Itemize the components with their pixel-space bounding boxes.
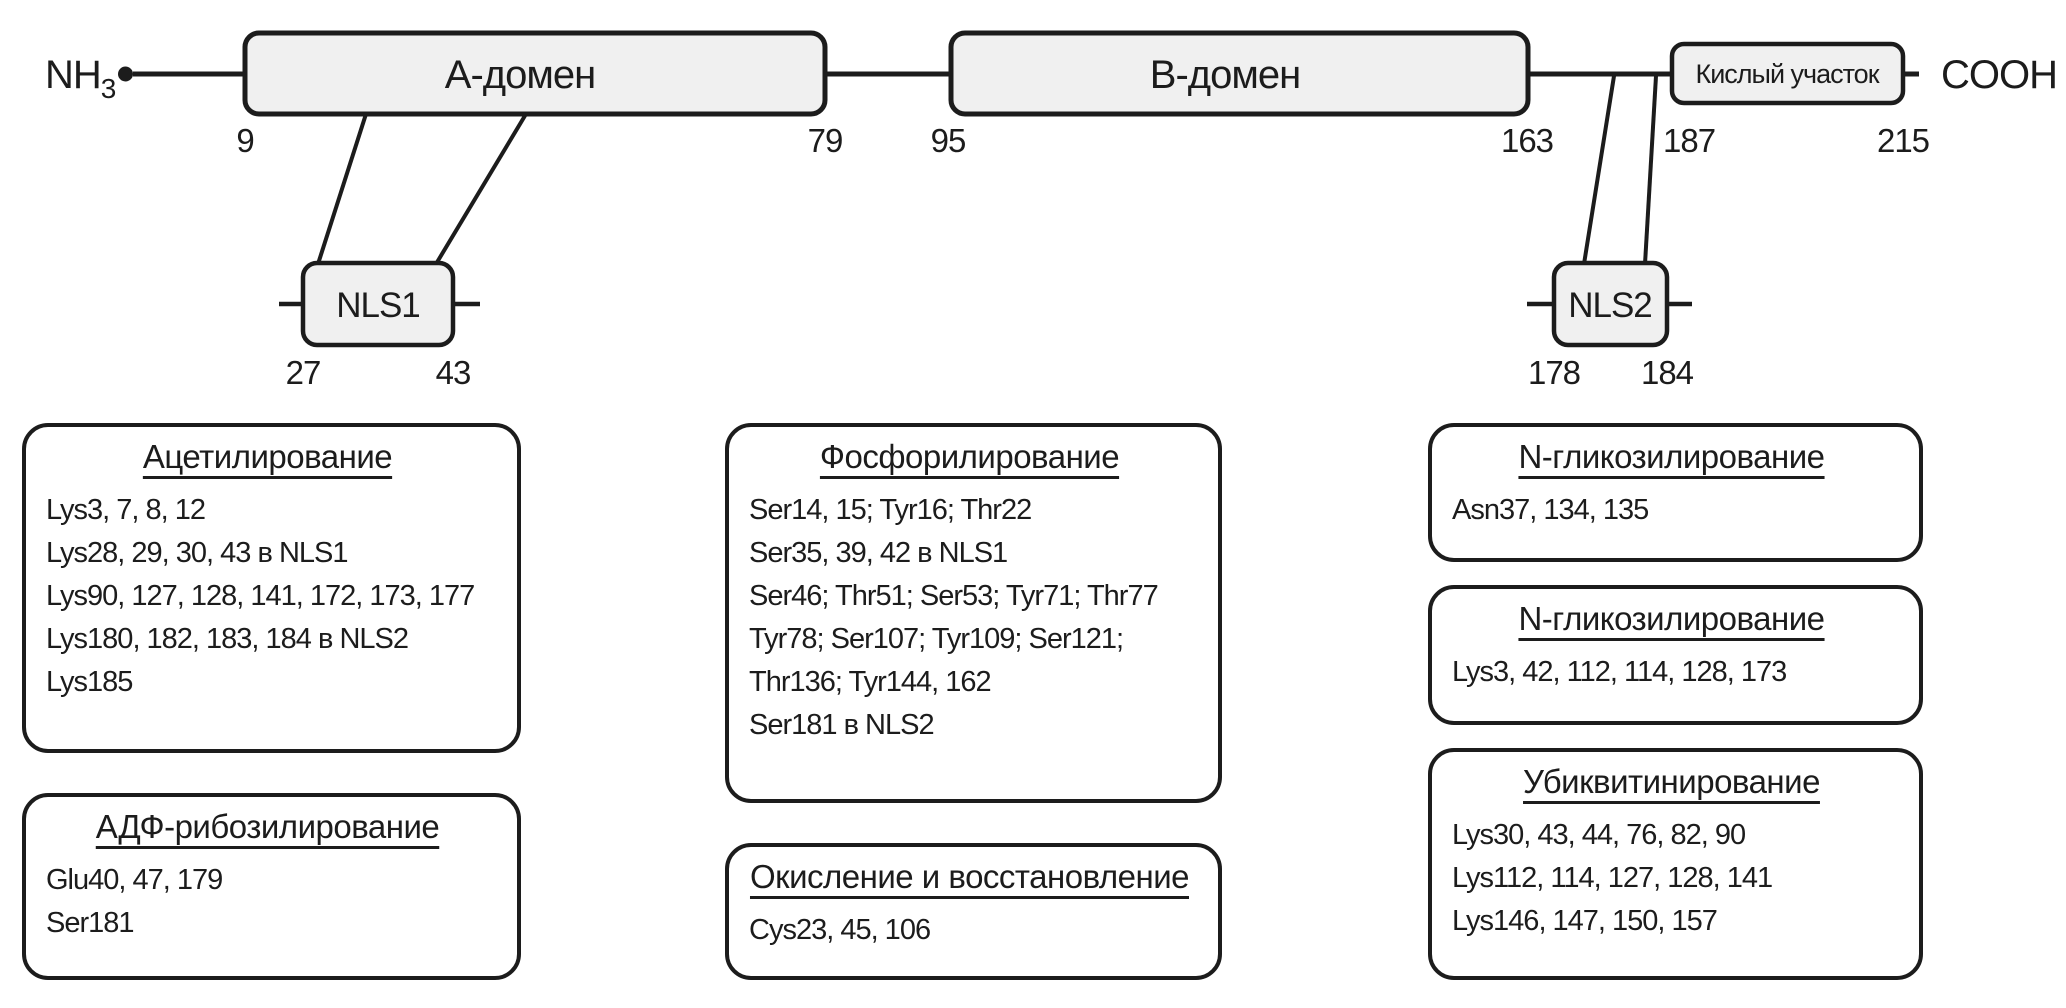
phosphorylation-title: Фосфорилирование (819, 438, 1120, 475)
protein-backbone-schematic: NH3 А-домен 9 79 В-домен 95 163 Кислый у… (45, 30, 2058, 391)
residue-list-line: Lys28, 29, 30, 43 в NLS1 (46, 537, 349, 569)
n-terminus-dot (118, 66, 133, 82)
nls2-label: NLS2 (1568, 286, 1652, 325)
residue-list-line: Lys3, 42, 112, 114, 128, 173 (1452, 656, 1787, 688)
acidic-region-start-residue: 187 (1663, 122, 1715, 159)
nls2-callout-line-right (1643, 75, 1658, 265)
ubiquitination-box: Убиквитинирование Lys30, 43, 44, 76, 82,… (1428, 748, 1923, 980)
n-glycosylation-2-title: N-гликозилирование (1518, 600, 1825, 637)
phosphorylation-residues: Ser14, 15; Tyr16; Thr22 Ser35, 39, 42 в … (729, 489, 1210, 747)
n-glycosylation-box-2: N-гликозилирование Lys3, 42, 112, 114, 1… (1428, 585, 1923, 725)
a-domain-box (242, 30, 828, 117)
residue-list-line: Ser35, 39, 42 в NLS1 (749, 537, 1008, 569)
residue-list-line: Lys3, 7, 8, 12 (46, 494, 206, 526)
residue-list-line: Ser181 в NLS2 (749, 709, 935, 741)
b-domain-label: В-домен (1150, 53, 1300, 97)
nls1-box (300, 260, 456, 348)
residue-list-line: Lys146, 147, 150, 157 (1452, 905, 1718, 937)
residue-list-line: Ser181 (46, 907, 135, 939)
ubiquitination-residues: Lys30, 43, 44, 76, 82, 90 Lys112, 114, 1… (1432, 814, 1911, 943)
nls1-callout-line-right (434, 112, 528, 266)
b-domain-end-residue: 163 (1501, 122, 1553, 159)
residue-list-line: Lys185 (46, 666, 133, 698)
oxidation-reduction-residues: Cys23, 45, 106 (729, 909, 1210, 952)
residue-list-line: Lys112, 114, 127, 128, 141 (1452, 862, 1773, 894)
n-glycosylation-1-residues: Asn37, 134, 135 (1432, 489, 1911, 532)
residue-list-line: Glu40, 47, 179 (46, 864, 223, 896)
nls1-label: NLS1 (336, 286, 420, 325)
acetylation-residues: Lys3, 7, 8, 12 Lys28, 29, 30, 43 в NLS1 … (26, 489, 509, 704)
residue-list-line: Lys180, 182, 183, 184 в NLS2 (46, 623, 409, 655)
adp-ribosylation-box: АДФ-рибозилирование Glu40, 47, 179 Ser18… (22, 793, 521, 980)
b-domain-box (948, 30, 1531, 117)
nls1-start-residue: 27 (286, 354, 321, 391)
oxidation-reduction-box: Окисление и восстановление Cys23, 45, 10… (725, 843, 1222, 980)
nls2-box (1551, 260, 1670, 348)
acetylation-title: Ацетилирование (142, 438, 393, 475)
n-terminus-label: NH3 (45, 53, 116, 104)
nls2-end-residue: 184 (1641, 354, 1694, 391)
residue-list-line: Ser46; Thr51; Ser53; Tyr71; Thr77 (749, 580, 1159, 612)
acidic-region-box (1669, 41, 1906, 106)
a-domain-end-residue: 79 (808, 122, 843, 159)
nls1-callout-line-left (316, 113, 368, 265)
residue-list-line: Lys90, 127, 128, 141, 172, 173, 177 (46, 580, 475, 612)
nls1-end-residue: 43 (436, 354, 471, 391)
c-terminus-label: COOH (1941, 53, 2057, 97)
residue-list-line: Tyr78; Ser107; Tyr109; Ser121; (749, 623, 1124, 655)
phosphorylation-box: Фосфорилирование Ser14, 15; Tyr16; Thr22… (725, 423, 1222, 803)
residue-list-line: Ser14, 15; Tyr16; Thr22 (749, 494, 1032, 526)
adp-ribosylation-residues: Glu40, 47, 179 Ser181 (26, 859, 509, 945)
acetylation-box: Ацетилирование Lys3, 7, 8, 12 Lys28, 29,… (22, 423, 521, 753)
oxidation-reduction-title: Окисление и восстановление (749, 858, 1190, 895)
b-domain-start-residue: 95 (931, 122, 966, 159)
adp-ribosylation-title: АДФ-рибозилирование (95, 808, 440, 845)
acidic-region-label: Кислый участок (1695, 59, 1879, 89)
residue-list-line: Lys30, 43, 44, 76, 82, 90 (1452, 819, 1746, 851)
n-glycosylation-box-1: N-гликозилирование Asn37, 134, 135 (1428, 423, 1923, 562)
n-glycosylation-2-residues: Lys3, 42, 112, 114, 128, 173 (1432, 651, 1911, 694)
residue-list-line: Asn37, 134, 135 (1452, 494, 1649, 526)
residue-list-line: Thr136; Tyr144, 162 (749, 666, 992, 698)
nls2-callout-line-left (1582, 75, 1616, 265)
n-glycosylation-1-title: N-гликозилирование (1518, 438, 1825, 475)
nls2-start-residue: 178 (1528, 354, 1580, 391)
a-domain-start-residue: 9 (236, 122, 253, 159)
residue-list-line: Cys23, 45, 106 (749, 914, 931, 946)
ubiquitination-title: Убиквитинирование (1523, 763, 1820, 800)
acidic-region-end-residue: 215 (1877, 122, 1929, 159)
a-domain-label: А-домен (445, 53, 595, 97)
